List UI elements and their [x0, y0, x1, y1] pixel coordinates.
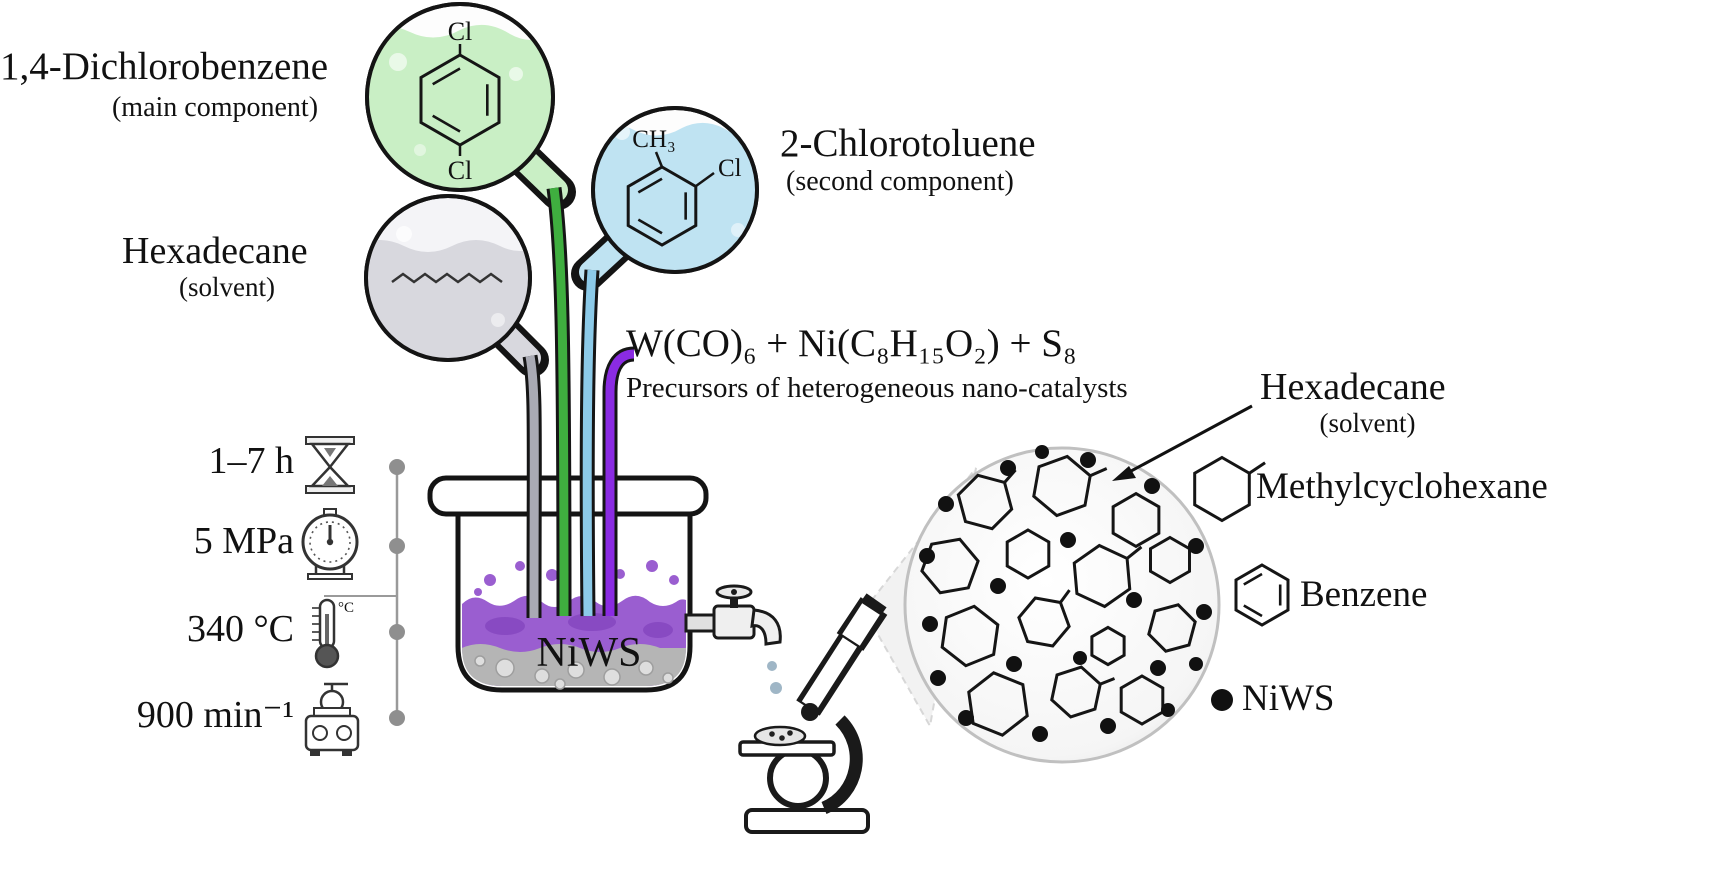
cl-top-label: Cl: [448, 17, 473, 46]
dichlorobenzene-subtitle: (main component): [111, 92, 319, 123]
cl-bottom-label: Cl: [448, 156, 473, 185]
solvent-arrow: [1112, 404, 1253, 481]
dichlorobenzene-tube: [549, 187, 569, 617]
precursor-caption: Precursors of heterogeneous nano-catalys…: [626, 372, 1128, 404]
bracket-dot: [389, 624, 405, 640]
lens-product-methylcyclohexane: Methylcyclohexane: [1256, 466, 1548, 507]
hexadecane-flask: [364, 194, 549, 377]
lens-product-benzene: Benzene: [1300, 574, 1428, 615]
condition-time: 1–7 h: [208, 440, 295, 482]
niws-legend-dot: [1211, 689, 1233, 711]
lens-catalyst-label: NiWS: [1242, 678, 1335, 719]
chlorotoluene-subtitle: (second component): [786, 166, 1014, 197]
precursor-formula: W(CO)₆ + Ni(C₈H₁₅O₂) + S₈: [626, 322, 1077, 365]
reactor-catalyst-label: NiWS: [537, 630, 642, 676]
bracket-dot: [389, 459, 405, 475]
chlorotoluene-flask: CH₃ Cl: [571, 106, 759, 291]
dichlorobenzene-name: 1,4-Dichlorobenzene: [0, 45, 329, 88]
lens-solvent-name: Hexadecane: [1260, 366, 1446, 408]
faucet: [684, 584, 782, 694]
drop: [770, 682, 782, 694]
conditions-bracket: [324, 459, 405, 726]
specimen-dish: [753, 725, 807, 747]
cl-side-label: Cl: [718, 155, 742, 182]
green-liquid: [367, 24, 553, 190]
microscope: [738, 593, 888, 834]
bracket-dot: [389, 538, 405, 554]
hexadecane-tube: [525, 355, 539, 619]
eyepiece-cap: [861, 593, 887, 615]
pressure-gauge-icon: [301, 508, 359, 580]
catalyst-particles: [474, 655, 674, 690]
condition-stirring-rate: 900 min⁻¹: [136, 694, 294, 736]
bracket-dot: [389, 710, 405, 726]
lens-solvent-subtitle: (solvent): [1319, 408, 1416, 438]
alkane-chain-zigzag: [391, 272, 503, 284]
precursor-tube: [605, 349, 635, 616]
feed-tubes: [522, 187, 635, 619]
thermometer-icon: °C: [312, 598, 354, 669]
blue-liquid: [593, 122, 757, 272]
niws-nanoparticles: [919, 445, 1212, 742]
methylcyclohexane-legend-icon: [1195, 458, 1265, 521]
dichlorobenzene-flask: Cl Cl: [365, 2, 576, 210]
chlorotoluene-tube: [582, 269, 597, 617]
thermometer-unit-label: °C: [338, 600, 354, 616]
gray-liquid: [366, 240, 530, 360]
condition-pressure: 5 MPa: [193, 520, 294, 562]
ch3-label: CH₃: [632, 126, 675, 153]
chlorotoluene-name: 2-Chlorotoluene: [780, 122, 1036, 165]
magnified-lens-view: [903, 445, 1221, 764]
benzene-legend-icon: [1236, 565, 1288, 625]
drop: [767, 661, 777, 671]
stirrer-icon: [304, 682, 360, 756]
hourglass-icon: [305, 436, 355, 494]
condition-temperature: 340 °C: [186, 608, 294, 650]
hexadecane-name: Hexadecane: [122, 230, 308, 272]
hexadecane-subtitle: (solvent): [179, 272, 275, 302]
